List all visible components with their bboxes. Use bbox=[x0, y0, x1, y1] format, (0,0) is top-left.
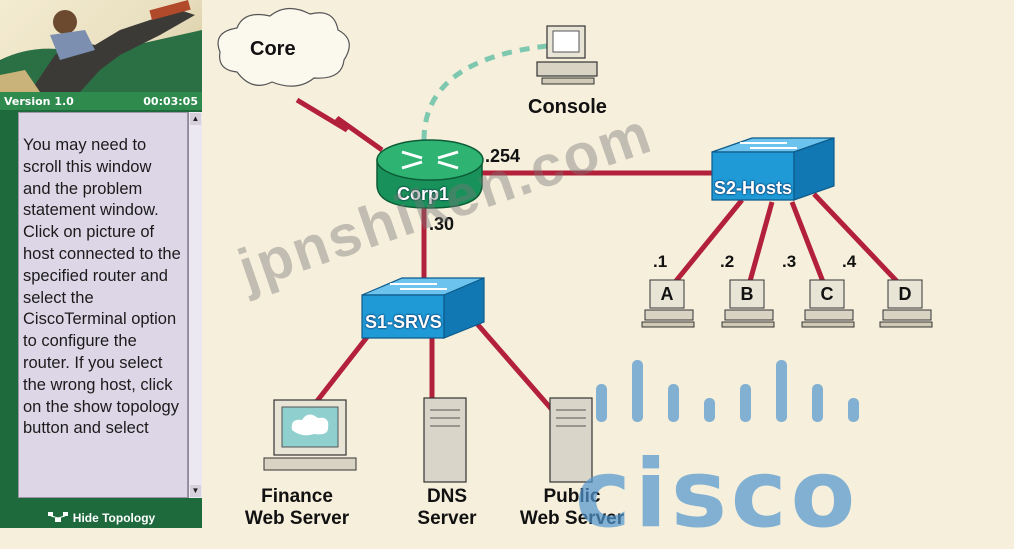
host-a[interactable]: A bbox=[660, 284, 674, 304]
finance-web-server-label[interactable]: Finance Web Server bbox=[232, 486, 362, 530]
link-s2-b bbox=[744, 201, 775, 293]
switch-s1-srvs-label[interactable]: S1-SRVS bbox=[365, 312, 442, 332]
router-ip-254: .254 bbox=[485, 146, 521, 166]
core-cloud-icon bbox=[217, 7, 350, 87]
left-panel: Version 1.0 00:03:05 You may need to scr… bbox=[0, 0, 202, 528]
header-photo bbox=[0, 0, 202, 92]
version-bar: Version 1.0 00:03:05 bbox=[0, 92, 202, 110]
console-label: Console bbox=[528, 96, 607, 118]
hide-topology-label: Hide Topology bbox=[72, 511, 156, 525]
scroll-down-icon[interactable]: ▼ bbox=[190, 485, 201, 497]
timer: 00:03:05 bbox=[143, 94, 198, 108]
router-corp1-label[interactable]: Corp1 bbox=[397, 184, 450, 204]
dns-server-icon bbox=[423, 397, 467, 483]
hide-topology-button[interactable]: Hide Topology bbox=[0, 508, 202, 528]
host-d-ip: .4 bbox=[842, 252, 857, 271]
instructions-window[interactable]: You may need to scroll this window and t… bbox=[18, 112, 188, 498]
dns-server-label[interactable]: DNS Server bbox=[397, 486, 497, 530]
host-c[interactable]: C bbox=[820, 284, 834, 304]
host-a-icon bbox=[641, 279, 695, 328]
topology-diagram: Core Console Corp1 .254 .30 S2-Hosts S1-… bbox=[202, 0, 1014, 530]
switch-s2-hosts-label[interactable]: S2-Hosts bbox=[714, 178, 793, 198]
console-pc-icon bbox=[536, 25, 598, 85]
finance-web-server-icon bbox=[263, 399, 357, 471]
router-corp1-icon bbox=[376, 139, 484, 209]
core-label: Core bbox=[250, 38, 296, 60]
host-c-ip: .3 bbox=[782, 252, 797, 271]
console-link bbox=[421, 43, 548, 141]
dns-line2: Server bbox=[417, 508, 477, 529]
link-s1-public bbox=[470, 316, 556, 414]
router-ip-30: .30 bbox=[429, 214, 455, 234]
host-a-ip: .1 bbox=[653, 252, 668, 271]
host-b-icon bbox=[721, 279, 775, 328]
cisco-wordmark: cisco bbox=[575, 440, 860, 549]
public-line1: Public bbox=[543, 486, 601, 507]
public-web-server-icon bbox=[549, 397, 593, 483]
host-d[interactable]: D bbox=[898, 284, 912, 304]
core-serial-link bbox=[295, 97, 384, 153]
public-web-server-label[interactable]: Public Web Server bbox=[502, 486, 642, 530]
host-d-icon bbox=[879, 279, 933, 328]
host-b[interactable]: B bbox=[740, 284, 754, 304]
instructions-text: You may need to scroll this window and t… bbox=[23, 136, 181, 438]
instructions-scrollbar[interactable]: ▲ ▼ bbox=[188, 112, 202, 498]
network-links bbox=[295, 97, 909, 414]
switch-s1-srvs-icon bbox=[361, 277, 485, 339]
switch-s2-hosts-icon bbox=[711, 137, 835, 201]
finance-line2: Web Server bbox=[244, 508, 350, 529]
version-label: Version 1.0 bbox=[4, 94, 74, 108]
link-s2-c bbox=[789, 201, 830, 293]
host-b-ip: .2 bbox=[720, 252, 735, 271]
public-line2: Web Server bbox=[519, 508, 625, 529]
scroll-up-icon[interactable]: ▲ bbox=[190, 113, 201, 125]
dns-line1: DNS bbox=[426, 486, 468, 507]
link-s2-d bbox=[812, 192, 909, 294]
link-s2-a bbox=[665, 198, 744, 294]
host-c-icon bbox=[801, 279, 855, 328]
cisco-logo-icon bbox=[596, 360, 859, 422]
topology-icon bbox=[47, 511, 69, 526]
finance-line1: Finance bbox=[261, 486, 333, 507]
